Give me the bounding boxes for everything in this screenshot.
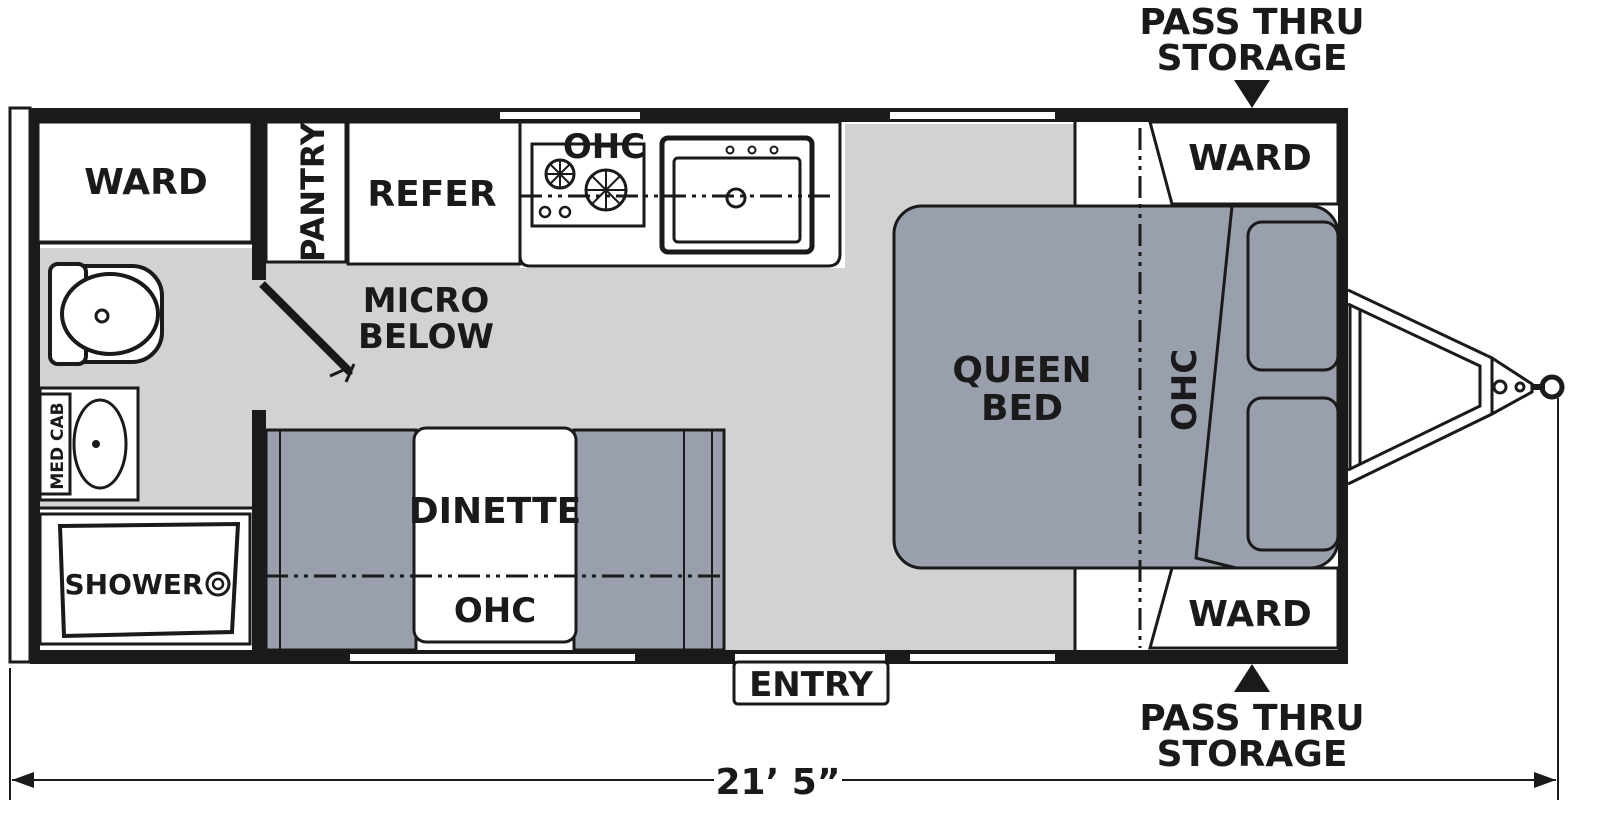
arrow-up-icon: [1234, 664, 1270, 692]
window-bottom-dinette: [350, 654, 635, 661]
pantry-label: PANTRY: [294, 121, 332, 262]
entry-label: ENTRY: [749, 665, 873, 705]
pass-thru-bottom-line2: STORAGE: [1157, 734, 1348, 775]
stove-icon: [530, 142, 646, 228]
rear-wardrobe-label: WARD: [84, 162, 208, 203]
drain-icon: [205, 571, 231, 597]
hitch-tongue: [1347, 288, 1534, 486]
top-wall: [30, 108, 1348, 122]
ward-front-bottom-label: WARD: [1188, 594, 1312, 635]
bath-wall-lower: [252, 410, 266, 664]
bottom-wall: [30, 650, 1348, 664]
queen-label-1: QUEEN: [952, 350, 1091, 391]
pass-thru-top-line1: PASS THRU: [1139, 2, 1364, 43]
door-handle-icon: [329, 358, 356, 383]
window-top-bed: [890, 112, 1055, 119]
micro-label-1: MICRO: [363, 281, 490, 321]
refrigerator: [346, 120, 522, 266]
pillow-bottom-icon: [1246, 396, 1340, 552]
front-wall: [1338, 108, 1348, 664]
queen-label-2: BED: [981, 388, 1063, 429]
dinette-label: DINETTE: [409, 491, 582, 532]
bath-door: [259, 281, 353, 375]
pillow-top-icon: [1246, 220, 1340, 372]
dinette-bench-rear: [264, 428, 418, 652]
pass-thru-bottom-line1: PASS THRU: [1139, 698, 1364, 739]
arrow-down-icon: [1234, 80, 1270, 108]
length-label: 21’ 5”: [715, 762, 840, 803]
queen-bed: [892, 204, 1340, 570]
ward-front-top-label: WARD: [1188, 138, 1312, 179]
kitchen-ohc-label: OHC: [563, 127, 645, 167]
entry-door-gap: [735, 654, 885, 661]
pass-thru-top-line2: STORAGE: [1157, 38, 1348, 79]
shower-label: SHOWER: [65, 568, 204, 601]
micro-label-2: BELOW: [358, 317, 494, 357]
arrow-left-icon: [12, 772, 34, 788]
toilet-icon: [48, 262, 164, 366]
med-cab-label: MED CAB: [48, 402, 68, 489]
bath-sink: [38, 386, 140, 502]
dinette-table: [412, 426, 578, 644]
front-wardrobe-top: [1148, 120, 1340, 206]
dinette-ohc-label: OHC: [454, 591, 536, 631]
bed-ohc-label: OHC: [1165, 349, 1205, 431]
bath-wall-upper: [252, 120, 266, 280]
kitchen-sink: [659, 135, 815, 255]
window-top-kitchen: [500, 112, 640, 119]
rear-bumper: [8, 106, 32, 664]
window-bottom-front: [910, 654, 1055, 661]
rear-wall: [30, 108, 40, 664]
entry-step: [732, 660, 890, 706]
arrow-right-icon: [1534, 772, 1556, 788]
pantry: [264, 120, 348, 264]
floor-area: [36, 124, 1075, 650]
dinette-bench-front: [572, 428, 726, 652]
refer-label: REFER: [367, 174, 496, 215]
bed-headboard-fold: [1194, 205, 1237, 570]
